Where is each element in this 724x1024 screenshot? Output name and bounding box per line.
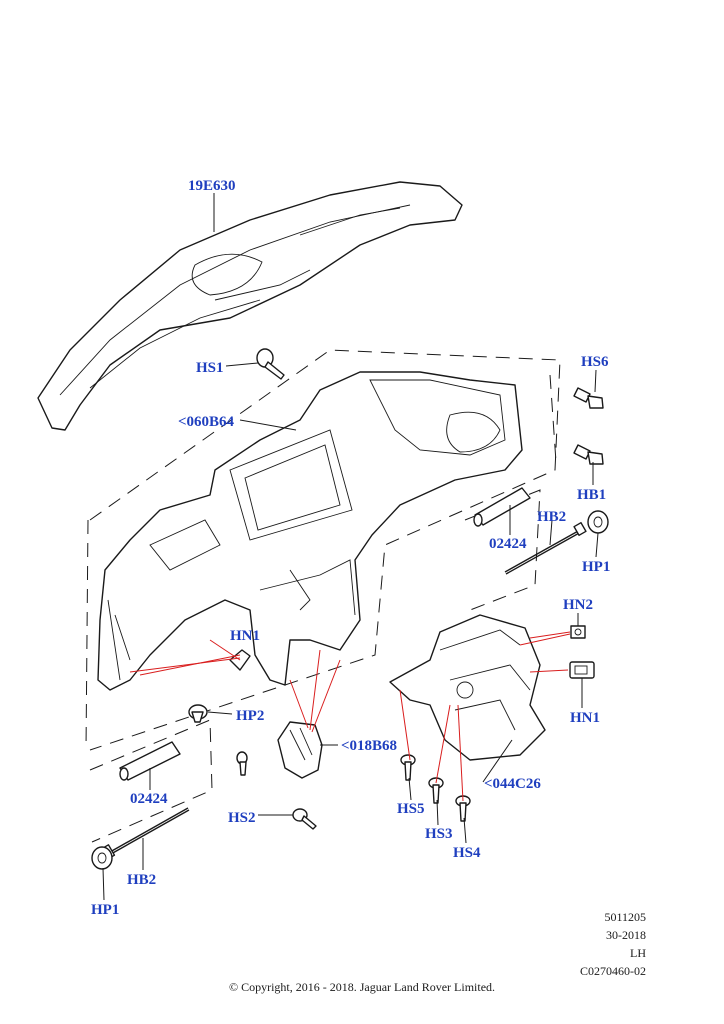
bracket-018b68[interactable] <box>277 721 323 779</box>
screw-hs2-upper[interactable] <box>236 751 248 776</box>
callout-060b64[interactable]: <060B64 <box>178 414 235 430</box>
copyright-notice: © Copyright, 2016 - 2018. Jaguar Land Ro… <box>228 980 496 994</box>
upper-panel-19e630[interactable] <box>37 181 463 431</box>
callout-hs6[interactable]: HS6 <box>581 354 609 370</box>
callout-hs3[interactable]: HS3 <box>425 826 453 842</box>
callout-hs5[interactable]: HS5 <box>397 801 425 817</box>
callouts: 19E630 HS1 <060B64 HS6 HB1 HB2 02424 HP1… <box>91 178 610 918</box>
callout-hs2[interactable]: HS2 <box>228 810 256 826</box>
black-leaders <box>102 193 599 901</box>
red-leaders <box>129 631 571 802</box>
nut-hn2[interactable] <box>570 625 586 639</box>
diagram-date: 30-2018 <box>606 928 646 942</box>
diagram-number: 5011205 <box>604 910 646 924</box>
screw-hs5[interactable] <box>400 754 416 781</box>
screw-hs2-lower[interactable] <box>292 808 317 830</box>
callout-hp1-left[interactable]: HP1 <box>91 902 119 918</box>
callout-hn1-left[interactable]: HN1 <box>230 628 260 644</box>
washer-hp1-left[interactable] <box>91 846 113 870</box>
tube-02424-right[interactable] <box>473 487 531 527</box>
callout-hb2-left[interactable]: HB2 <box>127 872 156 888</box>
callout-19e630[interactable]: 19E630 <box>188 178 236 194</box>
dashed-outlines <box>85 349 561 843</box>
bolt-hb1[interactable] <box>573 444 604 465</box>
callout-hb2-right[interactable]: HB2 <box>537 509 566 525</box>
bolt-hs6[interactable] <box>573 387 604 409</box>
tube-02424-left[interactable] <box>119 741 181 781</box>
callout-hn2[interactable]: HN2 <box>563 597 593 613</box>
bolt-hb2-right[interactable] <box>504 521 587 575</box>
callout-044c26[interactable]: <044C26 <box>484 776 541 792</box>
callout-02424-left[interactable]: 02424 <box>130 791 168 807</box>
drive-side: LH <box>630 946 646 960</box>
bolt-hb2-left[interactable] <box>100 807 190 860</box>
push-pin-hp2[interactable] <box>188 704 208 723</box>
callout-hb1[interactable]: HB1 <box>577 487 606 503</box>
carrier-060b64[interactable] <box>97 371 523 691</box>
callout-hs1[interactable]: HS1 <box>196 360 224 376</box>
callout-hp2[interactable]: HP2 <box>236 708 264 724</box>
callout-02424-right[interactable]: 02424 <box>489 536 527 552</box>
callout-hs4[interactable]: HS4 <box>453 845 481 861</box>
callout-hp1-right[interactable]: HP1 <box>582 559 610 575</box>
clip-hn1-right[interactable] <box>569 661 595 679</box>
callout-hn1-right[interactable]: HN1 <box>570 710 600 726</box>
reference-number: C0270460-02 <box>580 964 646 978</box>
callout-018b68[interactable]: <018B68 <box>341 738 397 754</box>
washer-hp1-right[interactable] <box>587 510 609 534</box>
bracket-044c26[interactable] <box>389 614 546 761</box>
screw-hs1[interactable] <box>256 348 285 380</box>
